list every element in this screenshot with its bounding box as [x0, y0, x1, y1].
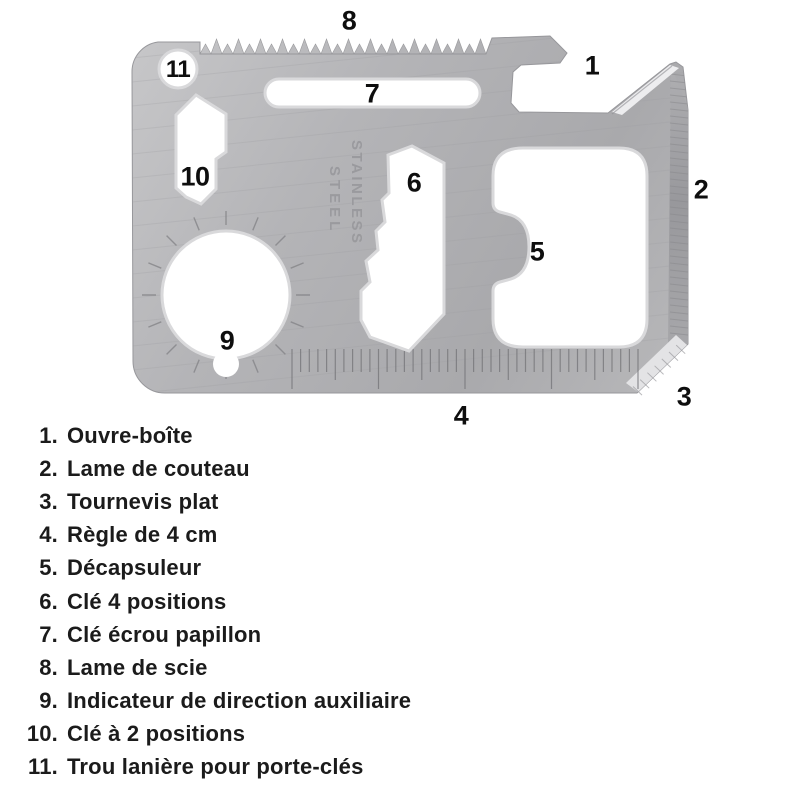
legend-item: 3. Tournevis plat — [12, 485, 411, 518]
four-position-wrench-slot — [359, 144, 446, 353]
lanyard-hole — [157, 48, 199, 90]
legend-item-label: Tournevis plat — [67, 488, 219, 514]
legend-item: 1. Ouvre-boîte — [12, 419, 411, 452]
legend-item: 11. Trou lanière pour porte-clés — [12, 751, 411, 784]
direction-indicator-notch — [213, 351, 239, 377]
engraving-stainless: STAINLESS — [348, 140, 365, 246]
legend-item-label: Indicateur de direction auxiliaire — [67, 688, 412, 714]
callout-label-3: 3 — [676, 381, 692, 412]
legend-item-label: Trou lanière pour porte-clés — [67, 754, 364, 780]
legend-item-label: Décapsuleur — [67, 555, 202, 581]
callout-label-10: 10 — [180, 161, 210, 192]
bottle-opener-cutout — [491, 146, 649, 349]
callout-label-6: 6 — [406, 167, 422, 198]
knife-edge-strip — [668, 66, 688, 344]
legend-item-label: Clé 4 positions — [67, 588, 227, 614]
screwdriver-bevel — [626, 335, 687, 392]
legend-item-number: 1. — [39, 422, 58, 448]
legend-item: 6. Clé 4 positions — [12, 585, 411, 618]
callout-label-8: 8 — [341, 5, 357, 36]
callout-label-2: 2 — [693, 174, 709, 205]
legend-item-label: Lame de scie — [67, 654, 208, 680]
callout-label-7: 7 — [364, 78, 380, 109]
legend-item-number: 2. — [39, 455, 58, 481]
legend-item: 7. Clé écrou papillon — [12, 618, 411, 651]
blade-bevel-shadow — [611, 65, 673, 115]
multitool-figure: STAINLESS STEEL 1 2 3 4 5 6 7 8 — [131, 5, 709, 431]
legend-item: 10. Clé à 2 positions — [12, 718, 411, 751]
engraving-steel: STEEL — [326, 166, 343, 234]
saw-teeth — [199, 38, 487, 57]
legend-item-number: 3. — [39, 488, 58, 514]
legend-item-number: 9. — [39, 688, 58, 714]
callout-label-9: 9 — [219, 325, 235, 356]
legend-item: 4. Règle de 4 cm — [12, 519, 411, 552]
legend-item-label: Clé à 2 positions — [67, 721, 246, 747]
legend-item: 9. Indicateur de direction auxiliaire — [12, 685, 411, 718]
blade-bevel-highlight — [612, 65, 679, 115]
legend-item-number: 8. — [39, 654, 58, 680]
callout-label-1: 1 — [584, 50, 600, 81]
legend-item-label: Ouvre-boîte — [67, 422, 193, 448]
legend-list: 1. Ouvre-boîte 2. Lame de couteau 3. Tourne… — [12, 419, 411, 784]
multitool-illustration: STAINLESS STEEL — [131, 35, 689, 396]
legend-item-label: Clé écrou papillon — [67, 621, 262, 647]
legend-item-number: 4. — [39, 522, 58, 548]
screwdriver-bevel-hatch — [632, 344, 686, 396]
legend-item-number: 6. — [39, 588, 58, 614]
callout-label-11: 11 — [165, 56, 191, 83]
knife-edge-hatch — [669, 73, 689, 336]
legend-item-number: 11. — [28, 754, 58, 780]
legend-item-number: 10. — [26, 721, 58, 747]
legend-item: 8. Lame de scie — [12, 651, 411, 684]
legend-item-number: 5. — [39, 555, 58, 581]
legend-item-label: Lame de couteau — [67, 455, 250, 481]
legend-item: 5. Décapsuleur — [12, 552, 411, 585]
two-position-wrench-slot — [174, 93, 228, 206]
ruler-ticks — [291, 349, 639, 389]
legend-item: 2. Lame de couteau — [12, 452, 411, 485]
compass-ticks — [142, 211, 310, 379]
legend-item-number: 7. — [39, 621, 58, 647]
callout-label-5: 5 — [529, 236, 545, 267]
wing-nut-slot — [263, 77, 482, 109]
legend-item-label: Règle de 4 cm — [67, 522, 218, 548]
callout-label-4: 4 — [453, 400, 469, 431]
